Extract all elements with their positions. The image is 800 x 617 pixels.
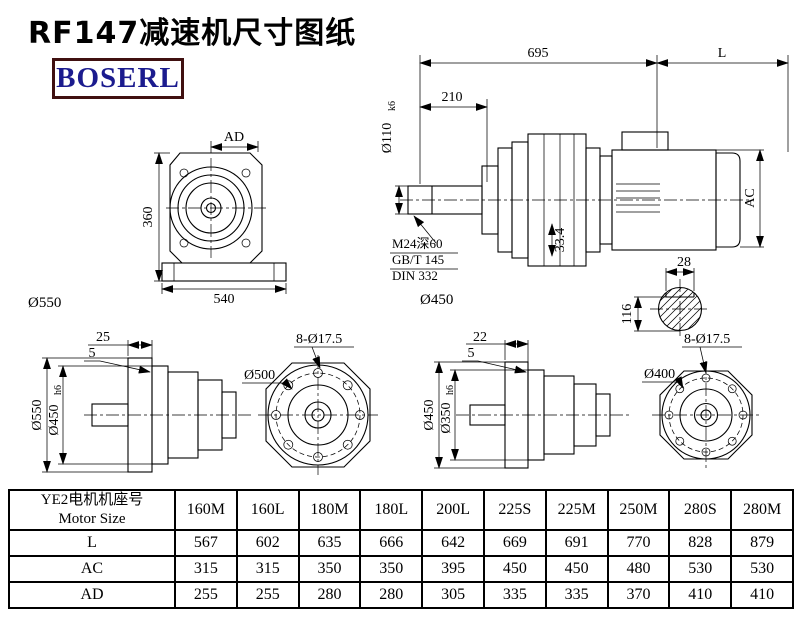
dim-ad-label: AD — [224, 130, 244, 145]
dim-116-label: 116 — [620, 304, 635, 324]
side-view: 695 L 210 Ø110 k6 AC 33.4 M24深60 GB — [380, 46, 789, 308]
bolt-note-right-label: 8-Ø17.5 — [684, 332, 730, 347]
dim-360-label: 360 — [141, 207, 156, 228]
dim-flange-left-spigot-tol-label: h6 — [53, 385, 64, 395]
value-cell: 410 — [668, 581, 733, 609]
flange-view-right: Ø450 Ø350 h6 22 5 — [422, 330, 760, 469]
bolt-note-left-label: 8-Ø17.5 — [296, 332, 342, 347]
value-cell: 530 — [730, 555, 794, 583]
column-header-280s: 280S — [668, 489, 733, 531]
dim-shaft-tol-label: k6 — [387, 101, 398, 111]
column-header-250m: 250M — [606, 489, 671, 531]
value-cell: 879 — [730, 529, 794, 557]
dim-695-label: 695 — [528, 46, 549, 61]
value-cell: 530 — [668, 555, 733, 583]
column-header-280m: 280M — [730, 489, 794, 531]
dim-flange-left-outer-label: Ø550 — [30, 399, 45, 430]
value-cell: 635 — [297, 529, 362, 557]
dim-flange-right-spigot-label: Ø350 — [439, 402, 454, 433]
value-cell: 350 — [297, 555, 362, 583]
value-cell: 642 — [421, 529, 485, 557]
technical-drawing: AD 360 540 Ø550 — [28, 46, 789, 475]
table-row-ad: AD 255 255 280 280 305 335 335 370 410 4… — [8, 581, 794, 609]
value-cell: 450 — [544, 555, 609, 583]
note-din332-label: DIN 332 — [392, 268, 438, 283]
value-cell: 666 — [359, 529, 424, 557]
value-cell: 370 — [606, 581, 671, 609]
motor-size-header: YE2电机机座号 Motor Size — [8, 489, 176, 531]
dim-flange-right-spigot-tol-label: h6 — [445, 385, 456, 395]
value-cell: 770 — [606, 529, 671, 557]
value-cell: 395 — [421, 555, 485, 583]
dim-22-label: 22 — [473, 330, 487, 345]
dim-ac-label: AC — [743, 188, 758, 207]
boserl-logo: BOSERL — [52, 58, 184, 99]
shaft-section-view: 28 116 — [620, 255, 710, 339]
note-m24-label: M24深60 — [392, 236, 443, 251]
column-header-160l: 160L — [235, 489, 300, 531]
value-cell: 669 — [482, 529, 547, 557]
bolt-circle-left-label: Ø500 — [244, 368, 275, 383]
dim-flange-left-spigot-label: Ø450 — [47, 404, 62, 435]
value-cell: 480 — [606, 555, 671, 583]
value-cell: 255 — [174, 581, 238, 609]
row-label-ad: AD — [8, 581, 176, 609]
front-view: AD 360 540 Ø550 — [28, 130, 287, 311]
row-label-l: L — [8, 529, 176, 557]
column-header-225m: 225M — [544, 489, 609, 531]
dim-540-label: 540 — [214, 292, 235, 307]
value-cell: 335 — [544, 581, 609, 609]
dim-28-label: 28 — [677, 255, 691, 270]
note-gbt145-label: GB/T 145 — [392, 252, 444, 267]
value-cell: 567 — [174, 529, 238, 557]
dim-5-left-label: 5 — [89, 346, 96, 361]
table-header-row: YE2电机机座号 Motor Size 160M 160L 180M 180L … — [8, 489, 794, 531]
bolt-circle-right-label: Ø400 — [644, 367, 675, 382]
dim-flange-right-outer-label: Ø450 — [422, 399, 437, 430]
column-header-180l: 180L — [359, 489, 424, 531]
dim-5-right-label: 5 — [468, 346, 475, 361]
value-cell: 602 — [235, 529, 300, 557]
value-cell: 280 — [359, 581, 424, 609]
table-row-ac: AC 315 315 350 350 395 450 450 480 530 5… — [8, 555, 794, 583]
value-cell: 280 — [297, 581, 362, 609]
dim-25-label: 25 — [96, 330, 110, 345]
value-cell: 315 — [174, 555, 238, 583]
column-header-225s: 225S — [482, 489, 547, 531]
value-cell: 350 — [359, 555, 424, 583]
dim-shaft-dia-label: Ø110 — [380, 123, 395, 154]
row-label-ac: AC — [8, 555, 176, 583]
dim-210-label: 210 — [442, 90, 463, 105]
value-cell: 450 — [482, 555, 547, 583]
table-row-l: L 567 602 635 666 642 669 691 770 828 87… — [8, 529, 794, 557]
boserl-logo-text: BOSERL — [56, 62, 180, 94]
value-cell: 828 — [668, 529, 733, 557]
value-cell: 410 — [730, 581, 794, 609]
dim-L-label: L — [718, 46, 727, 61]
side-view-flange-dia-label: Ø450 — [420, 292, 453, 308]
value-cell: 691 — [544, 529, 609, 557]
section-hatching — [658, 287, 702, 331]
dimension-table: YE2电机机座号 Motor Size 160M 160L 180M 180L … — [8, 489, 794, 609]
front-view-outer-dia-label: Ø550 — [28, 295, 61, 311]
dim-33-4-label: 33.4 — [553, 228, 568, 253]
value-cell: 335 — [482, 581, 547, 609]
flange-view-left: Ø550 Ø450 h6 25 5 — [30, 330, 378, 475]
page-title: RF147减速机尺寸图纸 — [28, 16, 357, 51]
column-header-200l: 200L — [421, 489, 485, 531]
motor-size-header-cn: YE2电机机座号 — [40, 492, 144, 509]
motor-size-header-en: Motor Size — [58, 511, 126, 527]
column-header-180m: 180M — [297, 489, 362, 531]
column-header-160m: 160M — [174, 489, 238, 531]
value-cell: 255 — [235, 581, 300, 609]
value-cell: 315 — [235, 555, 300, 583]
value-cell: 305 — [421, 581, 485, 609]
